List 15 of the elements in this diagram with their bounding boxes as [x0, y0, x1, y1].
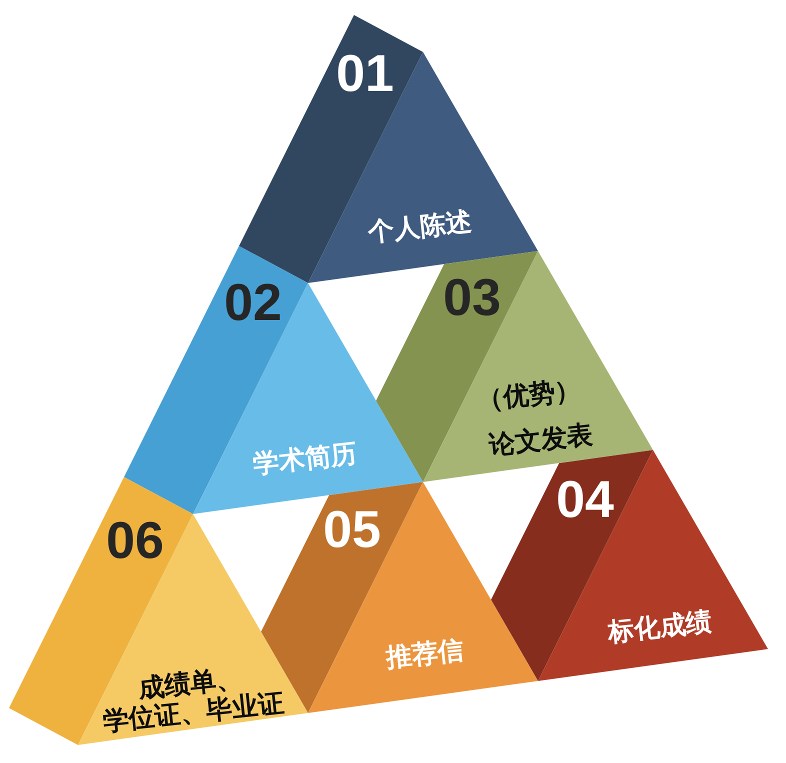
step-number: 02: [224, 277, 282, 329]
pyramid-block: [9, 477, 308, 745]
segment-label: 学术简历: [252, 440, 358, 480]
segment-label: 个人陈述: [366, 208, 474, 248]
step-number: 04: [556, 474, 614, 526]
pyramid-block: [376, 251, 653, 482]
segment-label: 标化成绩: [606, 608, 714, 648]
step-number: 05: [323, 504, 381, 556]
segment-label: 推荐信: [384, 636, 466, 674]
step-number: 03: [443, 272, 501, 324]
segment-label: （优势）: [476, 376, 582, 416]
segment-label: 成绩单、学位证、毕业证: [100, 662, 287, 738]
step-number: 06: [106, 515, 164, 567]
step-number: 01: [336, 48, 394, 100]
segment-label: 论文发表: [488, 421, 594, 461]
